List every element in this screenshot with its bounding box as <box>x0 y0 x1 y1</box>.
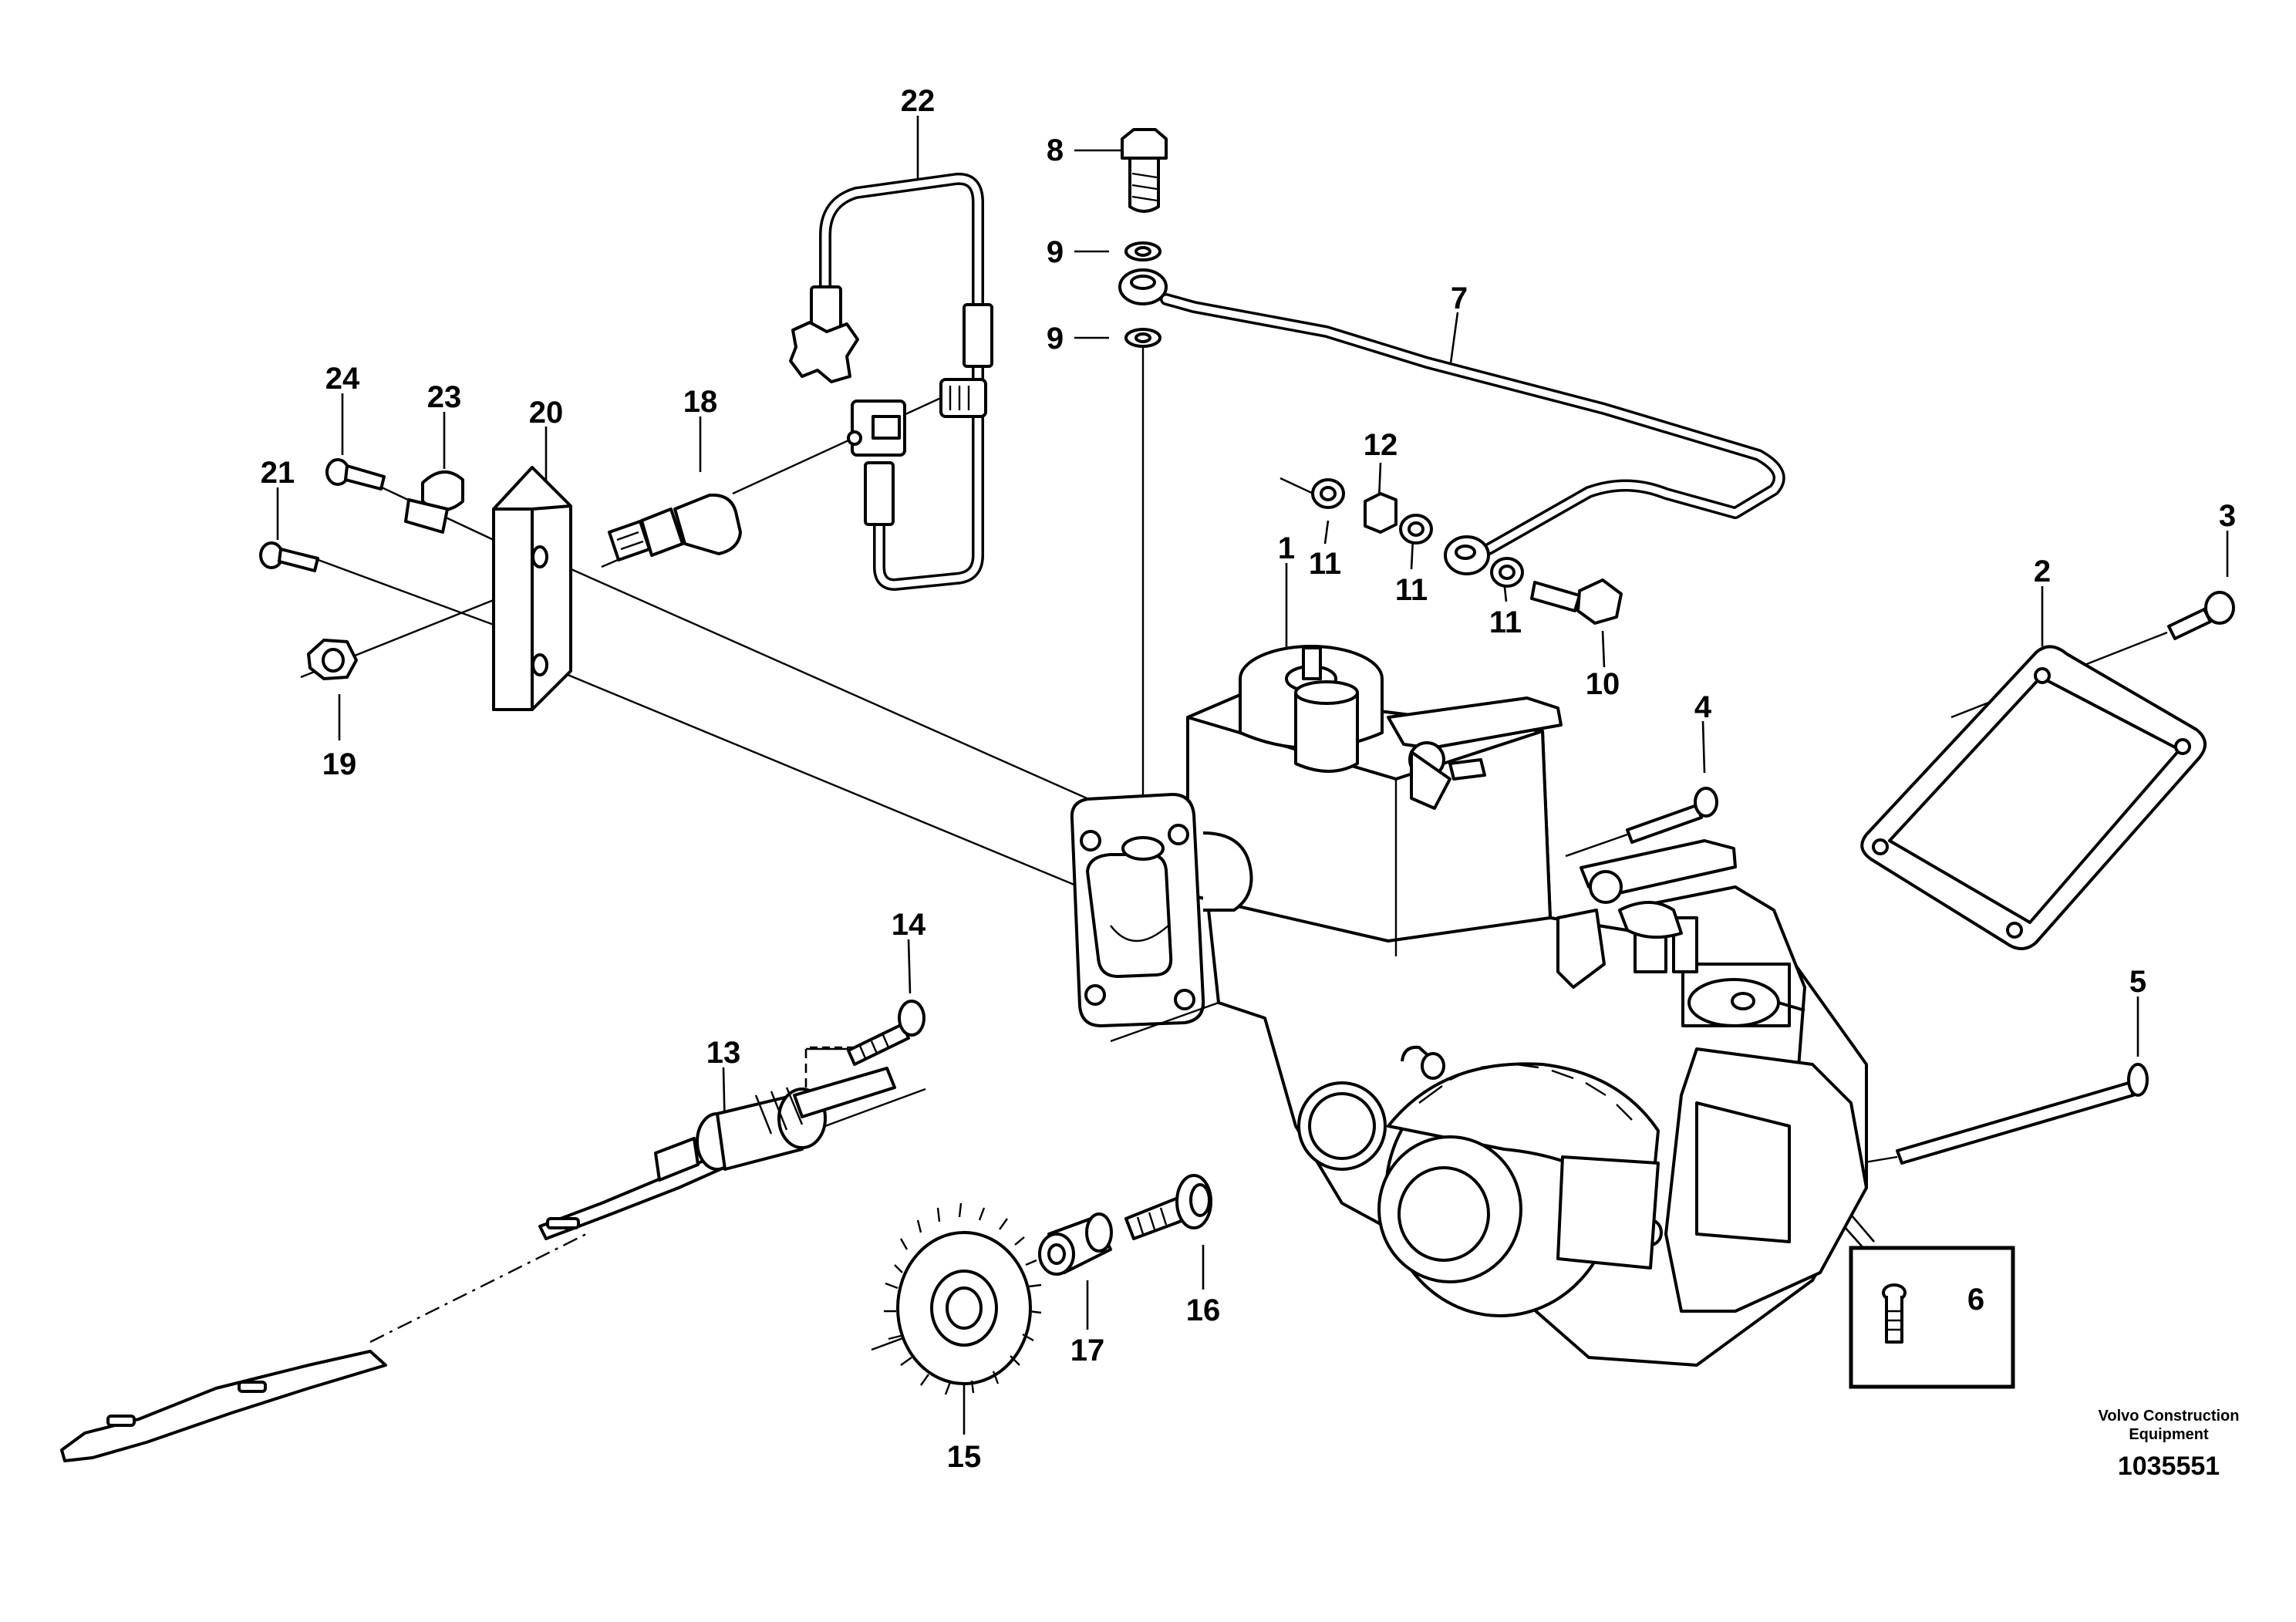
callout-15: 15 <box>947 1440 982 1474</box>
leader-lines <box>276 116 2229 1435</box>
pressure-sensor-18 <box>608 493 742 561</box>
control-rack-13 <box>60 1067 896 1462</box>
fasteners-left <box>259 458 464 680</box>
callout-7: 7 <box>1451 282 1468 315</box>
banjo-assembly <box>1118 128 1785 575</box>
callout-24: 24 <box>325 362 360 396</box>
callout-14: 14 <box>892 908 926 942</box>
callout-13: 13 <box>706 1036 741 1070</box>
callout-1: 1 <box>1278 531 1295 565</box>
callout-21: 21 <box>261 456 295 490</box>
callout-20: 20 <box>529 396 564 430</box>
callout-8: 8 <box>1047 133 1064 167</box>
gear-15 <box>884 1202 1042 1395</box>
brand-line-2: Equipment <box>2129 1426 2209 1443</box>
bolt-14 <box>847 1000 925 1066</box>
callout-4: 4 <box>1694 690 1712 724</box>
callout-16: 16 <box>1186 1293 1221 1327</box>
brand-line-1: Volvo Construction <box>2099 1408 2240 1425</box>
callout-17: 17 <box>1070 1334 1105 1367</box>
callout-11a: 11 <box>1309 547 1341 581</box>
callout-11b: 11 <box>1395 573 1428 607</box>
callout-10: 10 <box>1586 667 1620 701</box>
callout-9a: 9 <box>1047 235 1064 269</box>
callout-9b: 9 <box>1047 322 1064 356</box>
callout-18: 18 <box>683 385 718 419</box>
callout-12: 12 <box>1364 428 1398 462</box>
gasket-2 <box>1860 591 2235 950</box>
washers-11-12 <box>1311 478 1623 625</box>
callout-2: 2 <box>2034 555 2051 588</box>
callout-22: 22 <box>901 84 936 118</box>
callout-6: 6 <box>1967 1283 1984 1317</box>
detail-inset <box>1849 1246 2015 1389</box>
bolt-16 <box>1124 1174 1212 1240</box>
callout-labels: 1 2 3 4 5 6 7 8 9 9 10 11 11 11 12 13 14… <box>261 84 2236 1474</box>
document-number: 1035551 <box>2118 1452 2220 1481</box>
callout-19: 19 <box>322 747 357 781</box>
callout-5: 5 <box>2129 965 2146 999</box>
callout-3: 3 <box>2219 499 2236 533</box>
brand-block: Volvo Construction Equipment 1035551 <box>2099 1408 2240 1481</box>
injection-pump-1 <box>1070 645 2149 1367</box>
bracket-20 <box>492 466 572 711</box>
bushing-17 <box>1038 1212 1113 1276</box>
callout-23: 23 <box>427 380 462 414</box>
sensor-pipe-22 <box>789 172 993 591</box>
callout-11c: 11 <box>1489 605 1522 639</box>
